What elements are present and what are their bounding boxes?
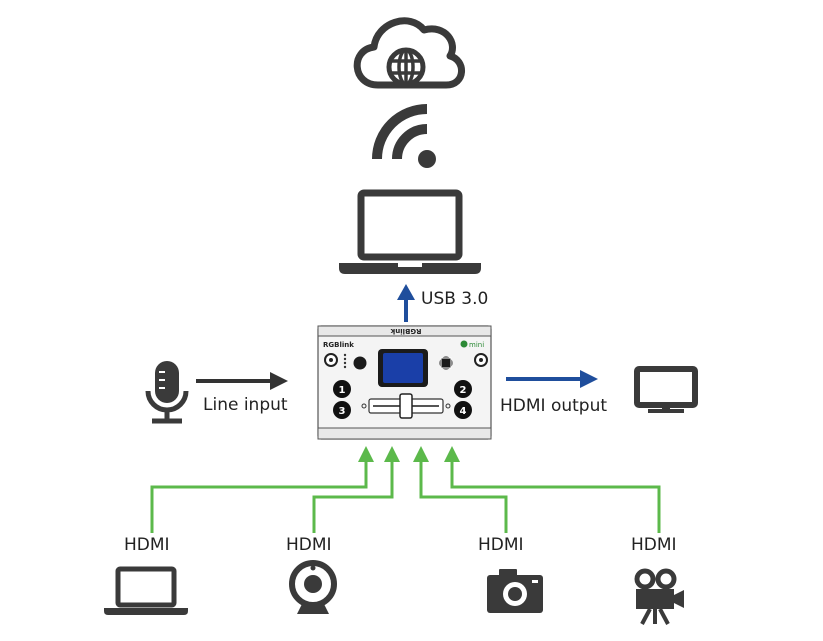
device-top-logo: RGBlink [390,327,421,335]
device-brand: RGBlink [323,341,354,349]
hdmi-input-lines [150,458,661,533]
device-model: mini [469,341,484,349]
hdmi-output-label: HDMI output [500,396,608,416]
hdmi-label-camera: HDMI [478,535,524,555]
monitor-icon [634,366,698,413]
device-mini-logo-icon [460,340,468,348]
laptop-icon [104,566,188,615]
usb-label: USB 3.0 [421,289,489,309]
cloud-globe-icon [353,17,465,89]
microphone-icon [145,361,189,424]
t-bar-fader [361,393,451,419]
device-button-4: 4 [454,401,472,419]
line-input-arrow [196,372,288,390]
rgblink-mini-device: RGBlink RGBlink mini 1 3 2 [317,325,492,440]
camera-icon [487,569,543,613]
small-left-button-icon [353,356,367,370]
svg-text:4: 4 [460,406,467,417]
video-camera-icon [634,568,684,625]
line-input-label: Line input [203,395,288,415]
laptop-icon [339,189,481,274]
device-button-2: 2 [454,380,472,398]
svg-text:1: 1 [339,385,346,396]
device-button-1: 1 [333,380,351,398]
wifi-icon [372,104,436,168]
hdmi-output-arrow [506,370,598,388]
small-right-button-icon [439,356,453,370]
svg-text:3: 3 [339,406,346,417]
usb-arrow [397,284,415,322]
device-button-3: 3 [333,401,351,419]
hdmi-label-webcam: HDMI [286,535,332,555]
webcam-icon [289,560,337,614]
hdmi-label-video-camera: HDMI [631,535,677,555]
hdmi-label-laptop: HDMI [124,535,170,555]
svg-text:2: 2 [460,385,467,396]
hdmi-input-arrowheads [358,446,460,462]
